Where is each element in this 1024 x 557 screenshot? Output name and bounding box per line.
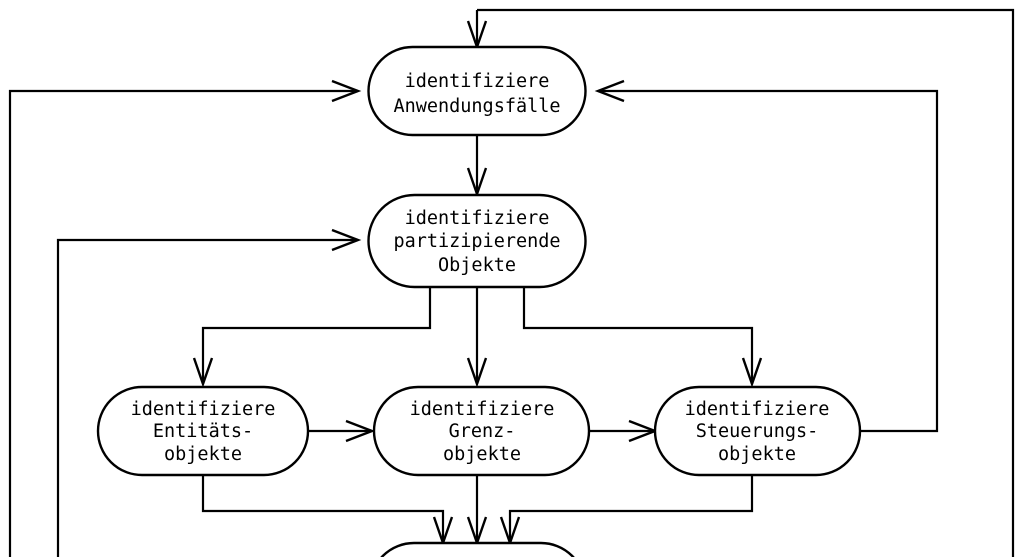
edge-left-rail-2 [56,238,358,557]
node-partizipierende-objekte-line-0: identifiziere [405,208,550,229]
edge-steuerungs-to-anwendungsfaelle [598,89,939,433]
node-anwendungsfaelle-shape [367,45,587,137]
edge-steuerungs-to-bottom [508,475,754,543]
node-partizipierende-objekte-shape [367,193,587,289]
node-steuerungsobjekte[interactable]: identifiziere Steuerungs- objekte [653,385,862,477]
node-partizipierende-objekte-line-1: partizipierende [393,231,560,252]
node-steuerungsobjekte-line-1: Steuerungs- [696,421,819,442]
edge-partizipierende-fanout-left [201,287,432,384]
node-steuerungsobjekte-shape [653,385,862,477]
node-partizipierende-objekte-line-2: Objekte [438,255,516,276]
node-partizipierende-objekte[interactable]: identifiziere partizipierende Objekte [367,193,587,289]
node-entitaetsobjekte[interactable]: identifiziere Entitäts- objekte [96,385,310,477]
node-anwendungsfaelle-line-0: identifiziere [405,71,550,92]
edges-layer [8,8,1015,557]
arrowhead-left-partizipierende [331,228,362,252]
node-bottom-partial-shape [380,541,575,557]
node-entitaetsobjekte-shape [96,385,310,477]
node-anwendungsfaelle[interactable]: identifiziere Anwendungsfälle [367,45,587,137]
edge-partizipierende-fanout-right [522,287,754,384]
arrowhead-right-anwendungsfaelle [594,79,625,103]
node-grenzobjekte-shape [372,385,591,477]
node-steuerungsobjekte-line-0: identifiziere [685,399,830,420]
node-steuerungsobjekte-line-2: objekte [718,444,796,465]
node-bottom-partial[interactable] [370,541,585,557]
node-grenzobjekte-line-0: identifiziere [410,399,555,420]
node-grenzobjekte-line-2: objekte [443,444,521,465]
node-entitaetsobjekte-line-2: objekte [164,444,242,465]
node-anwendungsfaelle-line-1: Anwendungsfälle [393,96,560,117]
arrowhead-entitaets-top [192,357,214,388]
edge-entitaets-to-bottom [201,475,445,543]
node-grenzobjekte[interactable]: identifiziere Grenz- objekte [372,385,591,477]
node-grenzobjekte-line-1: Grenz- [449,421,516,442]
node-entitaetsobjekte-line-1: Entitäts- [153,421,253,442]
arrowhead-steuerungs-top [741,357,763,388]
edge-left-rail-1 [8,89,358,557]
arrowhead-grenz-left [345,419,376,443]
edge-outer-right-rail [477,8,1015,557]
nodes-layer: identifiziere Anwendungsfälle identifizi… [96,45,862,557]
arrowhead-grenz-top [466,357,488,388]
node-entitaetsobjekte-line-0: identifiziere [131,399,276,420]
arrowhead-left-anwendungsfaelle [331,79,362,103]
